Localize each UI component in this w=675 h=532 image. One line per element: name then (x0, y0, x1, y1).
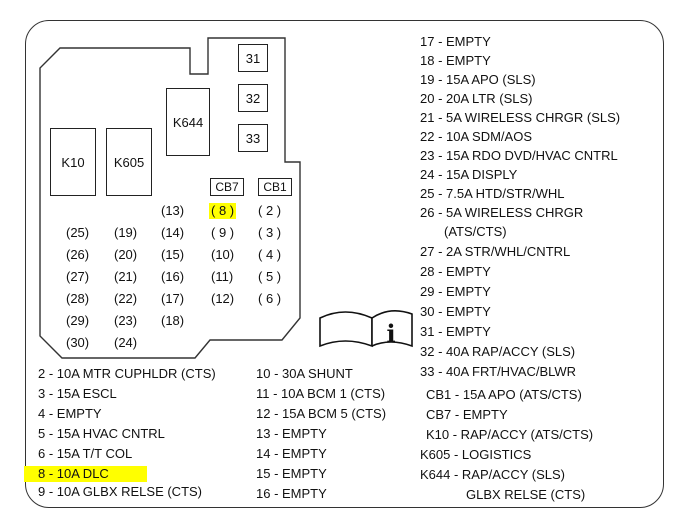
fuse-slot: ( 9 ) (211, 225, 235, 240)
legend-entry: 9 - 10A GLBX RELSE (CTS) (38, 484, 203, 499)
info-book-icon: i (319, 310, 413, 348)
relay-31: 31 (238, 44, 268, 72)
legend-entry: 28 - EMPTY (420, 264, 491, 279)
legend-entry: 21 - 5A WIRELESS CHRGR (SLS) (420, 110, 621, 125)
legend-entry: 33 - 40A FRT/HVAC/BLWR (420, 364, 577, 379)
legend-entry: 13 - EMPTY (256, 426, 327, 441)
relay-k10: K10 (50, 128, 96, 196)
legend-entry: CB7 - EMPTY (426, 407, 508, 422)
legend-entry: CB1 - 15A APO (ATS/CTS) (426, 387, 582, 402)
fuse-panel-border (25, 20, 664, 508)
fuse-slot: (20) (114, 247, 138, 262)
circuit-breaker-cb1-label: CB1 (258, 178, 292, 196)
legend-entry: K605 - LOGISTICS (420, 447, 532, 462)
fuse-slot: (17) (161, 291, 185, 306)
legend-entry: 32 - 40A RAP/ACCY (SLS) (420, 344, 576, 359)
fuse-slot: (14) (161, 225, 185, 240)
fuse-slot: (29) (66, 313, 90, 328)
legend-entry: 6 - 15A T/T COL (38, 446, 133, 461)
legend-entry: K10 - RAP/ACCY (ATS/CTS) (426, 427, 594, 442)
legend-entry: 30 - EMPTY (420, 304, 491, 319)
svg-text:i: i (386, 319, 395, 348)
legend-entry: 25 - 7.5A HTD/STR/WHL (420, 186, 565, 201)
legend-entry: 11 - 10A BCM 1 (CTS) (256, 386, 386, 401)
legend-entry-continued: GLBX RELSE (CTS) (466, 487, 586, 502)
legend-entry: 12 - 15A BCM 5 (CTS) (256, 406, 387, 421)
fuse-slot: (16) (161, 269, 185, 284)
fuse-slot: (28) (66, 291, 90, 306)
fuse-slot: (24) (114, 335, 138, 350)
legend-entry: 27 - 2A STR/WHL/CNTRL (420, 244, 571, 259)
fuse-slot: ( 5 ) (258, 269, 282, 284)
fuse-slot: (12) (211, 291, 235, 306)
legend-entry: 26 - 5A WIRELESS CHRGR (420, 205, 584, 220)
legend-entry: 2 - 10A MTR CUPHLDR (CTS) (38, 366, 216, 381)
fuse-slot: ( 6 ) (258, 291, 282, 306)
fuse-slot: (27) (66, 269, 90, 284)
legend-entry: 20 - 20A LTR (SLS) (420, 91, 533, 106)
relay-32: 32 (238, 84, 268, 112)
circuit-breaker-cb7-label: CB7 (210, 178, 244, 196)
legend-entry: 15 - EMPTY (256, 466, 327, 481)
legend-entry: 19 - 15A APO (SLS) (420, 72, 536, 87)
legend-entry-highlighted: 8 - 10A DLC (24, 466, 147, 482)
fuse-slot: (10) (211, 247, 235, 262)
fuse-slot: ( 2 ) (258, 203, 282, 218)
legend-entry: 5 - 15A HVAC CNTRL (38, 426, 165, 441)
fuse-slot: (26) (66, 247, 90, 262)
relay-33: 33 (238, 124, 268, 152)
fuse-slot: (18) (161, 313, 185, 328)
legend-entry: 29 - EMPTY (420, 284, 491, 299)
legend-entry: 16 - EMPTY (256, 486, 327, 501)
fuse-slot: (22) (114, 291, 138, 306)
legend-entry: 24 - 15A DISPLY (420, 167, 518, 182)
fuse-slot: (15) (161, 247, 185, 262)
legend-entry: 17 - EMPTY (420, 34, 491, 49)
legend-entry: 4 - EMPTY (38, 406, 102, 421)
relay-k605: K605 (106, 128, 152, 196)
legend-entry-continued: (ATS/CTS) (444, 224, 507, 239)
legend-entry: 23 - 15A RDO DVD/HVAC CNTRL (420, 148, 618, 163)
fuse-slot: (21) (114, 269, 138, 284)
legend-entry: 18 - EMPTY (420, 53, 491, 68)
relay-k644: K644 (166, 88, 210, 156)
fuse-slot: ( 3 ) (258, 225, 282, 240)
fuse-slot: (23) (114, 313, 138, 328)
fuse-slot: (19) (114, 225, 138, 240)
legend-entry: 3 - 15A ESCL (38, 386, 117, 401)
legend-entry: 10 - 30A SHUNT (256, 366, 353, 381)
fuse-slot-8-highlighted: ( 8 ) (209, 203, 237, 219)
legend-entry: 22 - 10A SDM/AOS (420, 129, 532, 144)
fuse-slot: ( 4 ) (258, 247, 282, 262)
fuse-slot: (11) (211, 269, 234, 284)
legend-entry: 31 - EMPTY (420, 324, 491, 339)
fuse-slot: (25) (66, 225, 90, 240)
fuse-slot: (13) (161, 203, 185, 218)
legend-entry: K644 - RAP/ACCY (SLS) (420, 467, 565, 482)
legend-entry: 14 - EMPTY (256, 446, 327, 461)
fuse-slot: (30) (66, 335, 90, 350)
